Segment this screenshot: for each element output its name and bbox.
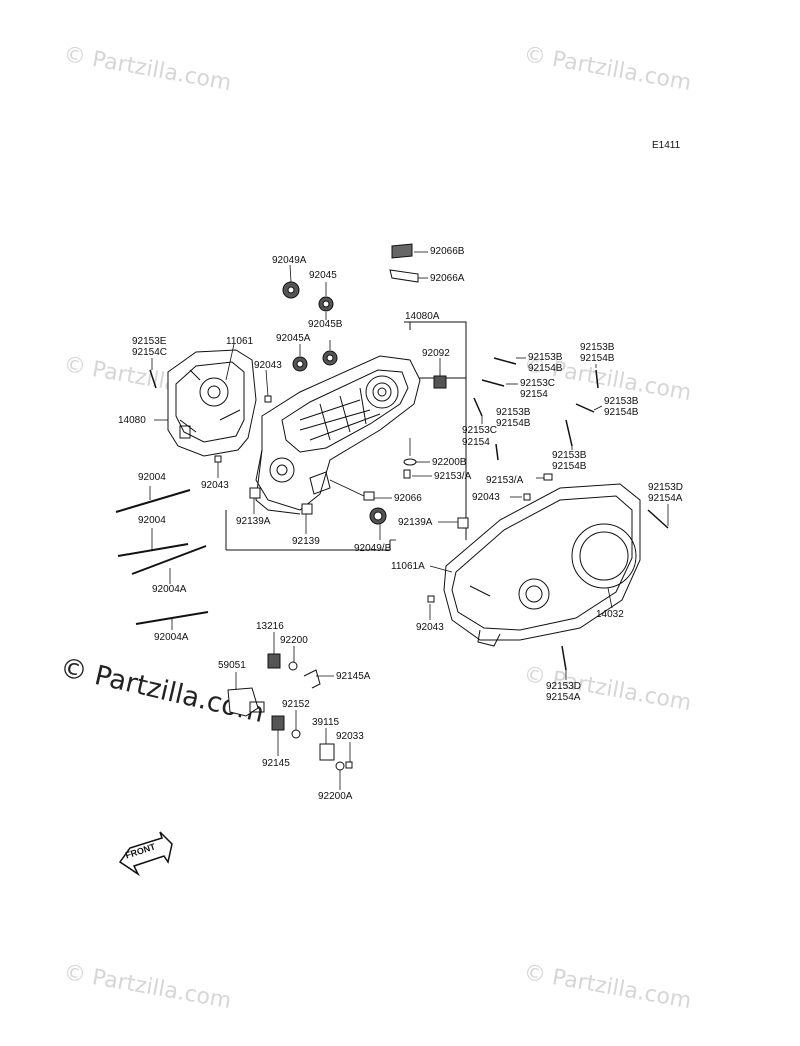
part-label-92139A-cover: 92139A — [398, 517, 433, 528]
part-label-11061: 11061 — [226, 336, 254, 347]
part-label-92004A-b: 92004A — [154, 632, 189, 643]
part-label-92139A: 92139A — [236, 516, 271, 527]
outer-cover-part — [443, 483, 641, 647]
part-label-92066A: 92066A — [430, 273, 465, 284]
seal-92049B — [369, 507, 387, 525]
dowel-92139 — [301, 503, 313, 515]
part-label-92066: 92066 — [394, 493, 422, 504]
gear-92145 — [271, 715, 285, 731]
part-label-92145: 92145 — [262, 758, 290, 769]
bolt-92066 — [363, 491, 375, 501]
gear-13216 — [267, 653, 281, 669]
washer-92033 — [345, 761, 353, 769]
part-label-92154-1: 92154 — [520, 389, 548, 400]
part-label-92153A-cover: 92153/A — [486, 475, 524, 486]
part-label-92153D-2: 92153D — [546, 681, 582, 692]
stud-92004A-a — [131, 545, 207, 575]
part-label-14032: 14032 — [596, 609, 624, 620]
bolt-92153A-cover — [543, 473, 553, 481]
stud-92004-a — [115, 489, 191, 513]
part-label-92153C-2: 92153C — [462, 425, 498, 436]
bearing-92045A — [292, 356, 308, 372]
part-label-39115: 39115 — [312, 717, 340, 728]
part-label-11061A: 11061A — [391, 561, 425, 572]
right-crankcase-part — [255, 355, 421, 515]
part-label-92153B-2: 92153B — [580, 342, 615, 353]
part-label-92043-c: 92043 — [472, 492, 500, 503]
part-label-92043-d: 92043 — [416, 622, 444, 633]
part-label-92200B: 92200B — [432, 457, 467, 468]
part-label-92200A: 92200A — [318, 791, 353, 802]
part-label-92154B-1: 92154B — [528, 363, 563, 374]
cover-bolts — [149, 357, 669, 671]
bracket-92066A — [389, 269, 419, 283]
washer-92200 — [288, 661, 298, 671]
part-label-14080: 14080 — [118, 415, 146, 426]
part-label-92200: 92200 — [280, 635, 308, 646]
part-label-92153B-3: 92153B — [604, 396, 639, 407]
part-label-14080A: 14080A — [405, 311, 440, 322]
part-label-92153B-5: 92153B — [496, 407, 531, 418]
bracket-92066B — [391, 243, 413, 259]
dowel-92139A-cover — [457, 517, 469, 529]
part-label-92154B-2: 92154B — [580, 353, 615, 364]
bearing-92045 — [318, 296, 334, 312]
part-label-92139: 92139 — [292, 536, 320, 547]
part-label-92045A: 92045A — [276, 333, 311, 344]
part-label-92004A-a: 92004A — [152, 584, 187, 595]
part-label-13216: 13216 — [256, 621, 284, 632]
part-label-92154A-1: 92154A — [648, 493, 683, 504]
left-crankcase-part — [167, 349, 257, 457]
part-label-92154C: 92154C — [132, 347, 168, 358]
washer-92043-a — [264, 395, 272, 403]
part-label-92153D-1: 92153D — [648, 482, 684, 493]
bearing-92045B — [322, 350, 338, 366]
part-label-92154-2: 92154 — [462, 437, 490, 448]
washer-92043-c — [523, 493, 531, 501]
clip-92145A — [303, 669, 321, 689]
part-label-92045: 92045 — [309, 270, 337, 281]
part-label-92092: 92092 — [422, 348, 450, 359]
part-label-92066B: 92066B — [430, 246, 465, 257]
leader-lines — [149, 251, 669, 790]
part-label-92154B-5: 92154B — [496, 418, 531, 429]
collar-39115 — [319, 743, 335, 761]
part-label-92049B: 92049/B — [354, 543, 392, 554]
part-label-92033: 92033 — [336, 731, 364, 742]
part-label-92154A-2: 92154A — [546, 692, 581, 703]
stud-92004-b — [117, 543, 189, 557]
part-label-92004-b: 92004 — [138, 515, 166, 526]
part-label-92153C-1: 92153C — [520, 378, 556, 389]
diagram-code: E1411 — [652, 140, 681, 151]
part-label-92153A: 92153/A — [434, 471, 472, 482]
part-label-92152: 92152 — [282, 699, 310, 710]
part-label-92043-b: 92043 — [201, 480, 229, 491]
dowel-92139A — [249, 487, 261, 499]
washer-92200B — [403, 458, 417, 466]
front-arrow-shape — [118, 831, 173, 877]
washer-92200A — [335, 761, 345, 771]
part-label-92145A: 92145A — [336, 671, 371, 682]
part-label-92004-a: 92004 — [138, 472, 166, 483]
bearing-92049A — [282, 281, 300, 299]
part-label-59051: 59051 — [218, 660, 246, 671]
bearing-92092 — [433, 375, 447, 389]
part-label-92049A: 92049A — [272, 255, 307, 266]
part-label-92045B: 92045B — [308, 319, 343, 330]
part-label-92043-a: 92043 — [254, 360, 282, 371]
washer-92152 — [291, 729, 301, 739]
bolt-92153A — [403, 469, 411, 479]
part-label-92154B-4: 92154B — [552, 461, 587, 472]
housing-59051 — [227, 687, 265, 717]
washer-92043-d — [427, 595, 435, 603]
part-label-92153E: 92153E — [132, 336, 167, 347]
washer-92043-b — [214, 455, 222, 463]
part-label-92154B-3: 92154B — [604, 407, 639, 418]
part-label-92153B-4: 92153B — [552, 450, 587, 461]
part-label-92153B-1: 92153B — [528, 352, 563, 363]
